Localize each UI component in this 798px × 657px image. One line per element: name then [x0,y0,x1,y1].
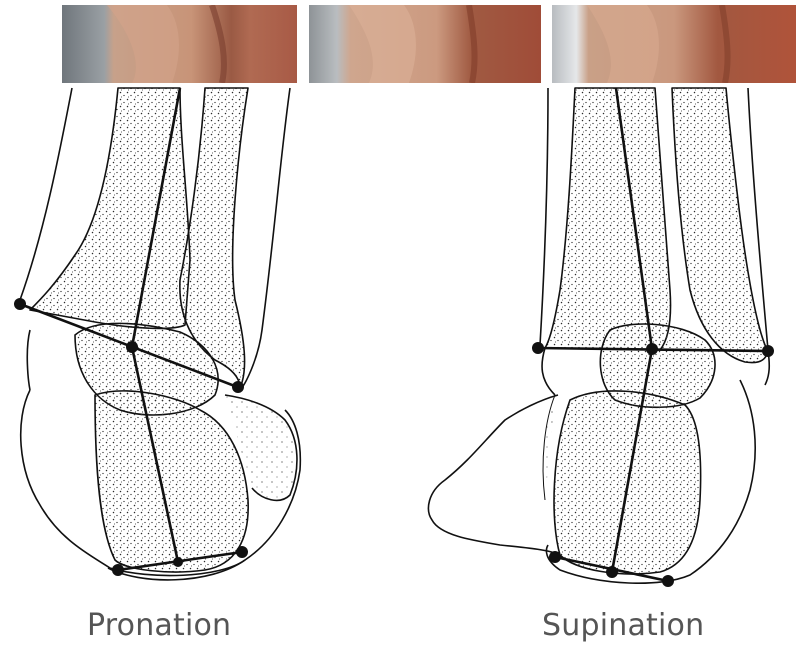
pronation-point-heel-left [112,564,124,576]
pronation-point-heel-mid [173,557,183,567]
pronation-tibia [30,88,190,328]
pronation-calcaneus [95,391,248,572]
supination-label: Supination [542,608,704,643]
supination-leg-outline [540,88,548,345]
supination-point-lateral [762,345,774,357]
pronation-diagram [14,88,300,580]
supination-diagram [428,88,774,587]
pronation-point-center [126,341,138,353]
supination-point-center [646,343,658,355]
pronation-label: Pronation [87,608,231,643]
pronation-leg-outline [20,88,72,300]
supination-point-heel-mid [606,566,618,578]
supination-forefoot [428,395,560,555]
pronation-point-lateral [232,381,244,393]
supination-point-heel-left [549,551,561,563]
supination-tibia [545,88,671,350]
supination-point-medial [532,342,544,354]
supination-fibula [672,88,767,363]
pronation-point-medial [14,298,26,310]
supination-point-heel-right [662,575,674,587]
pronation-point-heel-right [236,546,248,558]
